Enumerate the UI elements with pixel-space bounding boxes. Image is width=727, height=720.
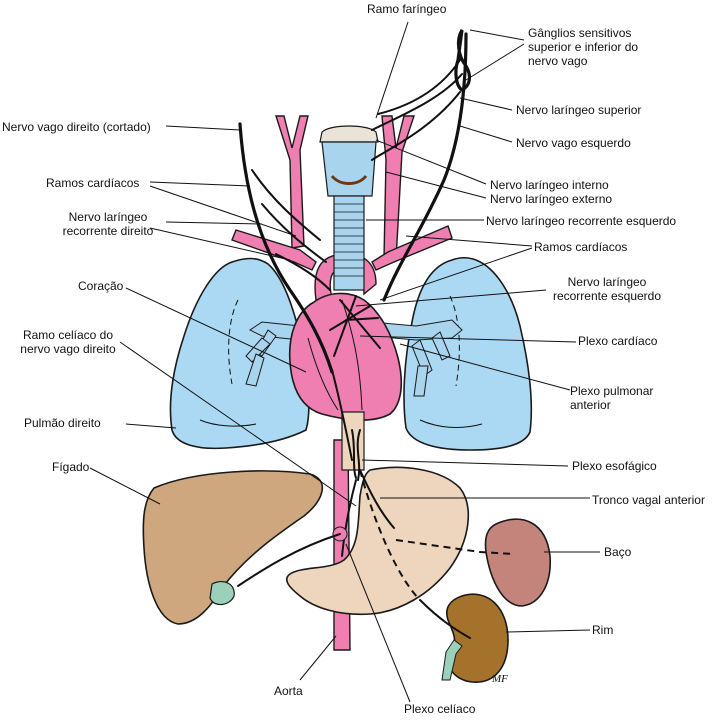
label-pulmao-direito: Pulmão direito [24, 416, 101, 430]
label-coracao: Coração [78, 279, 124, 293]
label-nervo-laringeo-externo: Nervo laríngeo externo [490, 192, 613, 206]
left-vagus-nerve [382, 32, 468, 302]
gallbladder [209, 581, 235, 606]
bronchial-tree [245, 319, 463, 397]
kidney [446, 593, 509, 683]
label-nervo-laringeo-interno: Nervo laríngeo interno [490, 178, 609, 192]
leader-lines [89, 21, 600, 703]
label-ramos-cardiacos-right: Ramos cardíacos [534, 240, 628, 254]
label-nervo-laringeo-recorrente-esquerdo-top: Nervo laríngeo recorrente esquerdo [486, 214, 677, 228]
artist-signature: MF [491, 673, 508, 685]
label-nervo-laringeo-superior: Nervo laríngeo superior [516, 103, 642, 117]
label-ganglios-sensitivos: Gânglios sensitivos superior e inferior … [528, 26, 639, 68]
label-ramos-cardiacos-left: Ramos cardíacos [46, 176, 140, 190]
label-plexo-cardiaco: Plexo cardíaco [578, 334, 658, 348]
label-rim: Rim [592, 623, 614, 637]
label-plexo-esofagico: Plexo esofágico [572, 459, 657, 473]
label-plexo-pulmonar-anterior: Plexo pulmonar anterior [570, 384, 654, 412]
label-baco: Baço [604, 545, 632, 559]
label-plexo-celiaco: Plexo celíaco [404, 702, 476, 716]
label-ramo-faringeo: Ramo faríngeo [367, 2, 447, 16]
label-nervo-laringeo-recorrente-direito: Nervo laríngeo recorrente direito [62, 210, 154, 238]
label-tronco-vagal-anterior: Tronco vagal anterior [592, 493, 705, 507]
spleen [484, 518, 551, 607]
vagus-nerves [237, 29, 515, 639]
label-ramo-celiaco: Ramo celíaco do nervo vago direito [20, 328, 116, 356]
label-nervo-vago-direito: Nervo vago direito (cortado) [2, 120, 151, 134]
ureter [441, 639, 463, 681]
liver [142, 470, 324, 625]
label-figado: Fígado [52, 460, 90, 474]
heart [288, 292, 403, 421]
label-nervo-vago-esquerdo: Nervo vago esquerdo [516, 136, 631, 150]
label-aorta: Aorta [274, 684, 303, 698]
right-vagus-nerve [238, 122, 334, 374]
trachea [319, 125, 379, 291]
label-nervo-laringeo-recorrente-esquerdo-mid: Nervo laríngeo recorrente esquerdo [552, 275, 662, 303]
